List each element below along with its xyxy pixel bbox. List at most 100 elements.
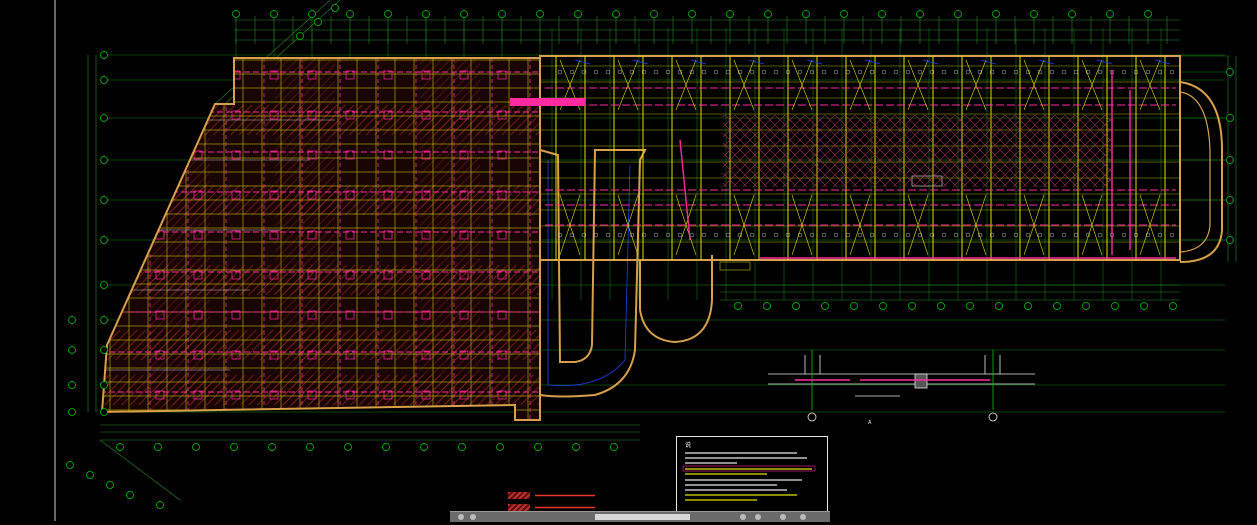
column-pad	[307, 110, 317, 120]
layer-icon[interactable]	[800, 514, 806, 520]
pile-mark	[1169, 69, 1175, 75]
cross-brace	[733, 59, 755, 111]
pile-mark	[581, 69, 587, 75]
pile-mark	[665, 69, 671, 75]
column-pad	[497, 150, 507, 160]
axis-bubble	[100, 316, 108, 324]
axis-bubble	[100, 346, 108, 354]
pile-mark	[725, 69, 731, 75]
pile-mark	[617, 69, 623, 75]
zoom-icon[interactable]	[458, 514, 464, 520]
axis-bubble	[68, 346, 76, 354]
axis-bubble	[100, 156, 108, 164]
axis-bubble	[100, 51, 108, 59]
pile-mark	[1073, 232, 1079, 238]
column-pad	[421, 270, 431, 280]
pile-mark	[737, 69, 743, 75]
settings-icon[interactable]	[755, 514, 761, 520]
pile-mark	[629, 69, 635, 75]
pile-mark	[1097, 69, 1103, 75]
column-pad	[269, 310, 279, 320]
column-pad	[459, 150, 469, 160]
column-pad	[383, 350, 393, 360]
column-pad	[345, 350, 355, 360]
command-input[interactable]	[595, 514, 690, 520]
column-pad	[459, 390, 469, 400]
section-label: A	[868, 420, 872, 426]
axis-bubble	[306, 443, 314, 451]
pile-mark	[809, 69, 815, 75]
axis-bubble	[331, 4, 339, 12]
wall-line	[679, 139, 691, 241]
hatch-swatch-icon	[508, 491, 530, 499]
print-icon[interactable]	[780, 514, 786, 520]
legend-text-line	[535, 506, 595, 508]
column-pad	[155, 150, 165, 160]
column-pad	[459, 270, 469, 280]
axis-bubble	[268, 443, 276, 451]
pile-mark	[713, 69, 719, 75]
axis-bubble	[68, 381, 76, 389]
column-pad	[231, 390, 241, 400]
pile-mark	[1025, 69, 1031, 75]
column-pad	[307, 350, 317, 360]
axis-bubble	[1053, 302, 1061, 310]
column-pad	[383, 150, 393, 160]
column-pad	[193, 190, 203, 200]
hatch-swatch-icon	[508, 503, 530, 511]
cross-brace	[1081, 194, 1103, 256]
pile-mark	[1157, 69, 1163, 75]
axis-bubble	[116, 443, 124, 451]
column-pad	[421, 390, 431, 400]
pile-mark	[1097, 232, 1103, 238]
notes-text-lines	[682, 452, 816, 501]
axis-bubble	[344, 443, 352, 451]
column-pad	[497, 230, 507, 240]
pile-mark	[569, 232, 575, 238]
blue-mark	[1154, 59, 1171, 65]
column-pad	[345, 190, 355, 200]
pile-mark	[941, 69, 947, 75]
axis-bubble	[1226, 114, 1234, 122]
axis-bubble	[86, 471, 94, 479]
column-pad	[345, 70, 355, 80]
axis-bubble	[1140, 302, 1148, 310]
layer-icon[interactable]	[740, 514, 746, 520]
column-pad	[231, 110, 241, 120]
axis-bubble	[384, 10, 392, 18]
blue-mark	[980, 59, 997, 65]
column-pad	[459, 110, 469, 120]
axis-bubble	[610, 443, 618, 451]
pile-mark	[1085, 232, 1091, 238]
column-pad	[193, 390, 203, 400]
hatch-band	[150, 58, 210, 420]
cad-toolbar[interactable]	[450, 511, 830, 522]
axis-bubble	[650, 10, 658, 18]
pile-mark	[833, 69, 839, 75]
pile-mark	[797, 69, 803, 75]
pile-mark	[1085, 69, 1091, 75]
axis-bubble	[1226, 156, 1234, 164]
pile-mark	[653, 232, 659, 238]
cross-brace	[675, 194, 697, 256]
column-pad	[383, 390, 393, 400]
axis-bubble	[154, 443, 162, 451]
blue-mark	[1038, 59, 1055, 65]
cross-brace	[1139, 59, 1161, 111]
diagonal-dim	[99, 439, 181, 501]
hatch-legend	[508, 489, 595, 513]
column-pad	[459, 190, 469, 200]
column-pad	[231, 150, 241, 160]
cross-brace	[849, 59, 871, 111]
pile-mark	[677, 232, 683, 238]
blue-mark	[632, 59, 649, 65]
pile-mark	[785, 232, 791, 238]
pile-mark	[749, 69, 755, 75]
axis-bubble	[879, 302, 887, 310]
column-pad	[231, 230, 241, 240]
lower-ramp-loop	[639, 255, 713, 344]
blue-mark	[1096, 59, 1113, 65]
axis-bubbles	[66, 4, 1234, 509]
pan-icon[interactable]	[470, 514, 476, 520]
